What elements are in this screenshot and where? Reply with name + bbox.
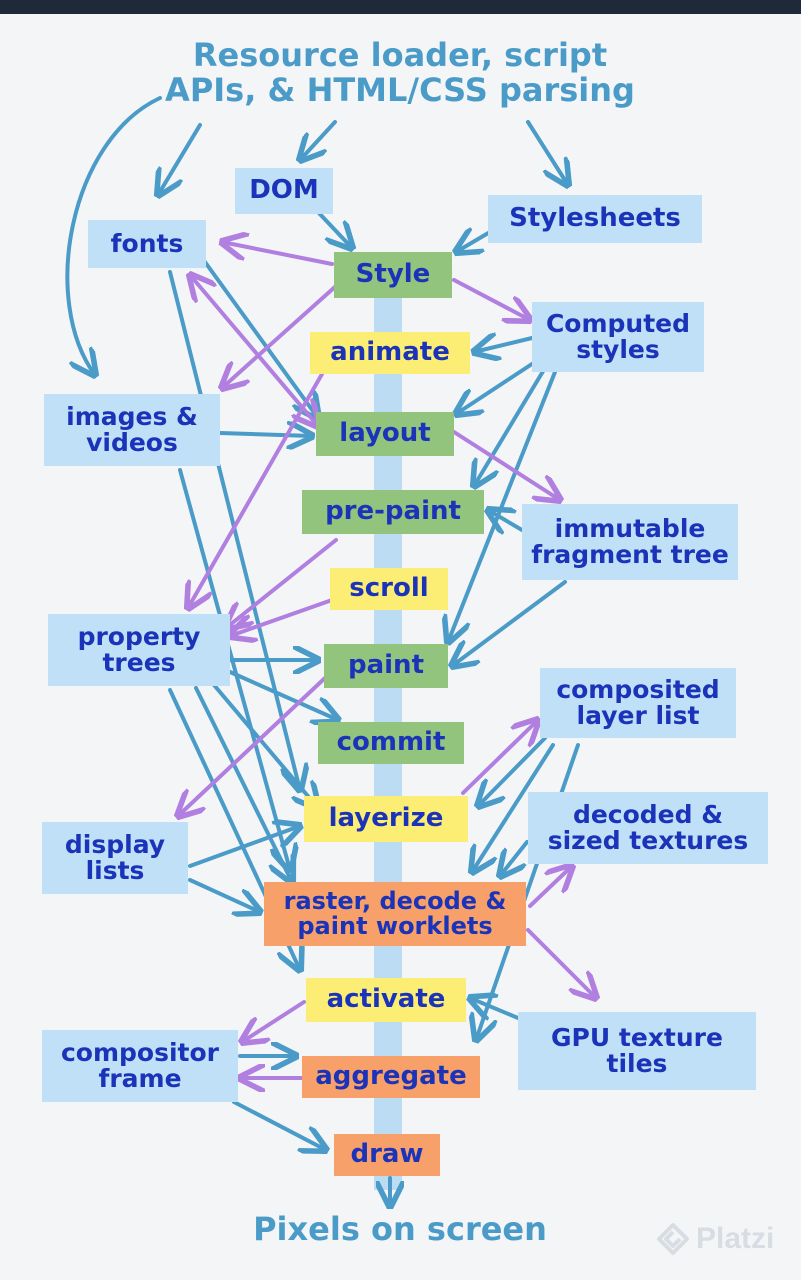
arrow-raster-to-gpu — [526, 928, 596, 998]
arrow-source-to-images — [65, 96, 162, 375]
node-decoded-sized-textures: decoded & sized textures — [528, 792, 768, 864]
arrow-property-to-layerize — [212, 683, 318, 808]
arrow-paint-to-display — [178, 676, 327, 816]
arrow-computed-to-layout — [456, 360, 537, 414]
arrow-style-to-fonts — [222, 242, 334, 266]
stage-commit: commit — [318, 722, 464, 764]
arrow-property-to-commit — [228, 670, 338, 720]
stage-aggregate: aggregate — [302, 1056, 480, 1098]
source-label: Resource loader, script APIs, & HTML/CSS… — [165, 36, 635, 110]
top-status-bar — [0, 0, 801, 14]
stage-layout: layout — [316, 412, 454, 456]
node-gpu-texture-tiles: GPU texture tiles — [518, 1012, 756, 1090]
arrow-layout-to-fonts — [190, 275, 318, 426]
output-label: Pixels on screen — [253, 1210, 547, 1248]
arrow-display-to-raster — [188, 878, 260, 912]
purple-arrows — [178, 242, 596, 1078]
node-stylesheets: Stylesheets — [488, 195, 702, 243]
platzi-logo-icon — [657, 1223, 689, 1255]
arrow-images-to-raster — [178, 468, 290, 870]
stage-pre-paint: pre-paint — [302, 490, 484, 534]
stage-paint: paint — [324, 644, 448, 688]
arrow-prepaint-to-property — [226, 538, 338, 628]
node-fonts: fonts — [88, 220, 206, 268]
stage-animate: animate — [310, 332, 470, 374]
arrow-stylesheets-to-style — [456, 232, 492, 252]
stage-scroll: scroll — [330, 568, 448, 610]
arrow-fragment-to-prepaint — [488, 510, 524, 530]
stage-style: Style — [334, 252, 452, 298]
arrow-dom-to-style — [316, 210, 352, 248]
stage-draw: draw — [334, 1134, 440, 1176]
node-images-videos: images & videos — [44, 394, 220, 466]
arrow-style-to-computed — [452, 278, 530, 320]
arrow-display-to-layerize — [188, 826, 300, 868]
arrow-scroll-to-property — [230, 598, 334, 636]
stage-raster-decode-paint-worklets: raster, decode & paint worklets — [264, 882, 526, 946]
blue-arrows — [65, 96, 580, 1206]
arrow-gpu-to-activate — [470, 998, 520, 1018]
watermark-text: Platzi — [696, 1222, 775, 1255]
arrow-layerlist-to-raster — [472, 743, 555, 872]
arrow-source-to-stylesheets — [526, 120, 568, 185]
arrow-source-to-dom — [300, 120, 337, 160]
arrow-computed-to-animate — [474, 338, 534, 352]
arrow-fonts-to-layout — [203, 260, 318, 418]
stage-layerize: layerize — [304, 796, 468, 842]
arrow-decoded-to-raster — [500, 840, 529, 876]
arrow-layerize-to-layerlist — [461, 720, 538, 795]
arrow-layout-to-fragment — [452, 430, 560, 500]
arrow-images-to-layout — [218, 433, 312, 436]
node-immutable-fragment-tree: immutable fragment tree — [522, 504, 738, 580]
arrow-compositor-to-draw — [232, 1100, 326, 1150]
arrow-fragment-to-paint — [452, 580, 567, 666]
node-display-lists: display lists — [42, 822, 188, 894]
stage-activate: activate — [306, 978, 466, 1022]
arrow-activate-to-compositor — [242, 1000, 306, 1042]
node-computed-styles: Computed styles — [532, 302, 704, 372]
node-compositor-frame: compositor frame — [42, 1030, 238, 1102]
node-dom: DOM — [235, 168, 333, 214]
arrow-layerlist-to-layerize — [478, 736, 547, 806]
platzi-watermark: Platzi — [656, 1222, 774, 1256]
arrow-animate-to-property — [188, 372, 324, 608]
arrow-property-to-raster — [194, 686, 292, 882]
node-composited-layer-list: composited layer list — [540, 668, 736, 738]
node-property-trees: property trees — [48, 614, 230, 686]
arrow-computed-to-prepaint — [474, 366, 547, 486]
arrow-source-to-fonts — [158, 123, 202, 195]
arrow-raster-to-decoded — [528, 866, 572, 908]
